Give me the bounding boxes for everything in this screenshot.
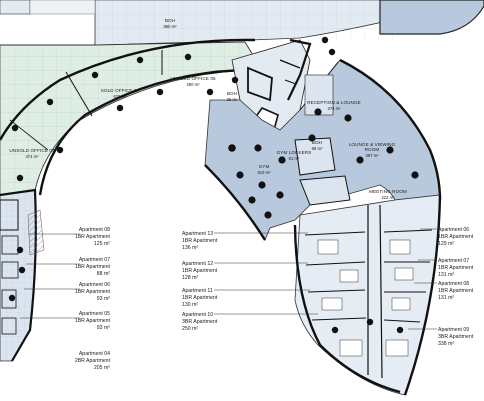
- apt-left-0-type: 1BR Apartment: [75, 234, 111, 240]
- apt-right-3-type: 3BR Apartment: [438, 334, 474, 340]
- apt-right-3-area: 338 m²: [438, 341, 454, 347]
- room-labels: BOH 860 m² SOLD OFFICE 07 670 m² UNSOLD …: [9, 18, 407, 200]
- apartment-callouts-right: Apartment 06 1BR Apartment 129 m² Apartm…: [408, 227, 474, 347]
- room-boh-small-name: BOH: [227, 91, 237, 96]
- apt-right-0-name: Apartment 06: [438, 227, 469, 233]
- apt-left-3-area: 93 m²: [97, 325, 111, 331]
- apt-center-2-name: Apartment 11: [182, 288, 213, 294]
- apt-left-0-name: Apartment 08: [79, 227, 110, 233]
- room-boh-small-area: 25 m²: [227, 97, 238, 102]
- apt-left-4-name: Apartment 04: [79, 351, 110, 357]
- room-gym-lockers-area: 61 m²: [289, 156, 300, 161]
- apt-center-2-area: 130 m²: [182, 302, 198, 308]
- apt-left-2-area: 93 m²: [97, 296, 111, 302]
- room-unsold-office-04-area: 474 m²: [25, 154, 39, 159]
- apt-left-2-name: Apartment 06: [79, 282, 110, 288]
- room-gym-name: GYM: [259, 164, 270, 169]
- room-lounge-viewing-name-1: LOUNGE & VIEWING: [349, 142, 396, 147]
- room-boh-top-name: BOH: [165, 18, 175, 23]
- apt-center-1-area: 128 m²: [182, 275, 198, 281]
- apt-center-0-type: 1BR Apartment: [182, 238, 218, 244]
- room-lounge-viewing-area: 397 m²: [365, 153, 379, 158]
- apt-left-1-type: 1BR Apartment: [75, 264, 111, 270]
- office-wing: [0, 38, 263, 201]
- apt-right-2-area: 131 m²: [438, 295, 454, 301]
- amenity-wing: [204, 58, 442, 241]
- apt-left-3-type: 1BR Apartment: [75, 318, 111, 324]
- apt-right-2-name: Apartment 08: [438, 281, 469, 287]
- left-apartment-strip: [0, 188, 45, 362]
- apt-right-1-name: Apartment 07: [438, 258, 469, 264]
- apt-right-2-type: 1BR Apartment: [438, 288, 474, 294]
- apt-center-0-name: Apartment 13: [182, 231, 213, 237]
- apt-left-1-area: 88 m²: [97, 271, 111, 277]
- room-boh-mid-name: BOH: [312, 140, 322, 145]
- apt-right-1-area: 131 m²: [438, 272, 454, 278]
- apt-left-0-area: 125 m²: [94, 241, 110, 247]
- apt-right-0-type: 1BR Apartment: [438, 234, 474, 240]
- apt-center-1-name: Apartment 12: [182, 261, 213, 267]
- apartment-wing-right: [293, 194, 442, 396]
- room-reception-lounge-area: 374 m²: [327, 106, 341, 111]
- room-sold-office-07-name: SOLD OFFICE 07: [101, 88, 140, 93]
- apt-left-3-name: Apartment 05: [79, 311, 110, 317]
- apt-left-4-type: 2BR Apartment: [75, 358, 111, 364]
- apt-center-0-area: 136 m²: [182, 245, 198, 251]
- apt-center-3-type: 3BR Apartment: [182, 319, 218, 325]
- boh-top-block: [0, 0, 484, 46]
- apt-center-3-name: Apartment 10: [182, 312, 213, 318]
- apt-left-4-area: 205 m²: [94, 365, 110, 371]
- apartment-callouts-left: Apartment 08 1BR Apartment 125 m² Apartm…: [20, 227, 111, 371]
- room-reception-lounge-name: RECEPTION & LOUNGE: [307, 100, 361, 105]
- room-gym-area: 819 m²: [257, 170, 271, 175]
- room-boh-mid-area: 68 m²: [312, 146, 323, 151]
- room-lounge-viewing-name-2: ROOM: [365, 147, 380, 152]
- apt-right-0-area: 129 m²: [438, 241, 454, 247]
- room-sold-office-07-area: 670 m²: [113, 94, 127, 99]
- apt-center-1-type: 1BR Apartment: [182, 268, 218, 274]
- room-meeting-name: MEETING ROOM: [369, 189, 407, 194]
- apt-center-2-type: 1BR Apartment: [182, 295, 218, 301]
- apt-left-2-type: 1BR Apartment: [75, 289, 111, 295]
- apt-right-1-type: 1BR Apartment: [438, 265, 474, 271]
- room-unsold-office-04-name: UNSOLD OFFICE 04: [9, 148, 55, 153]
- room-unsold-office-06-name: UNSOLD OFFICE 06: [170, 76, 216, 81]
- room-unsold-office-06-area: 280 m²: [186, 82, 200, 87]
- room-boh-top-area: 860 m²: [163, 24, 177, 29]
- apt-center-3-area: 250 m²: [182, 326, 198, 332]
- apt-right-3-name: Apartment 09: [438, 327, 469, 333]
- structural-columns: [8, 36, 419, 334]
- room-meeting-area: 222 m²: [381, 195, 395, 200]
- apartment-callouts-center: Apartment 13 1BR Apartment 136 m² Apartm…: [182, 231, 318, 332]
- room-gym-lockers-name: GYM LOCKERS: [277, 150, 312, 155]
- apt-left-1-name: Apartment 07: [79, 257, 110, 263]
